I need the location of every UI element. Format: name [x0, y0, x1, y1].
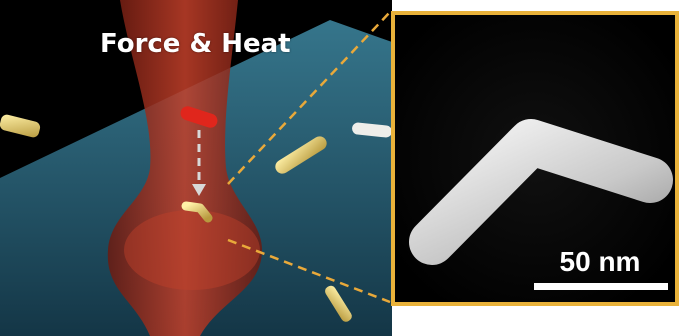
scale-bar [534, 283, 668, 290]
scale-bar-label: 50 nm [540, 242, 660, 282]
headline: Force & Heat [100, 24, 320, 64]
beam-focus-glow [124, 210, 260, 290]
